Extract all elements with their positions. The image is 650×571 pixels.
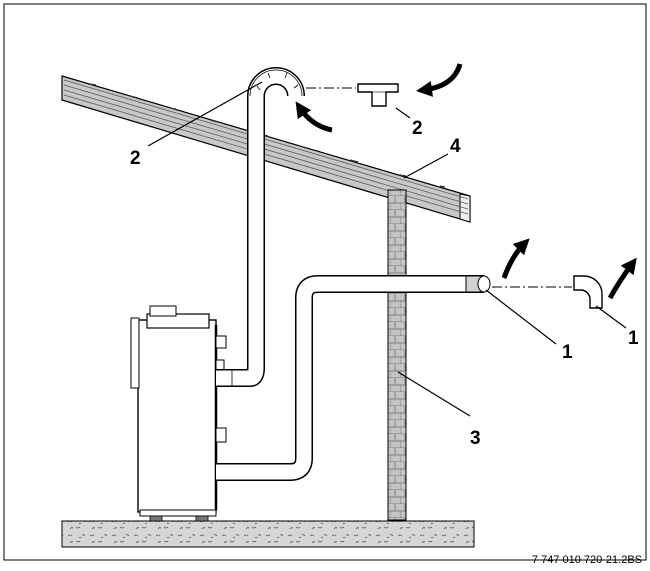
airflow-arrow-out-wall	[501, 238, 530, 279]
connection-lines	[306, 87, 572, 288]
callout-2-tee: 2	[412, 118, 423, 139]
roof-duct	[216, 67, 305, 387]
elbow-fitting	[573, 275, 603, 309]
reference-code: 7 747 010 720-21.2BS	[532, 554, 642, 566]
callout-4-roof: 4	[450, 136, 461, 157]
callout-1-outlet: 1	[562, 342, 573, 363]
wall-duct	[216, 275, 491, 481]
brick-wall	[387, 189, 407, 521]
callout-3-wall: 3	[470, 428, 481, 449]
leader-lines	[147, 81, 627, 417]
callout-1-elbow: 1	[628, 328, 639, 349]
tee-fitting	[357, 83, 399, 107]
airflow-arrows	[295, 63, 637, 300]
heat-pump-unit	[130, 305, 227, 522]
ground	[61, 520, 475, 548]
airflow-arrow-elbow	[607, 257, 637, 300]
roof	[61, 75, 471, 223]
frame-border	[3, 3, 647, 561]
callout-2-roof: 2	[130, 148, 141, 169]
airflow-arrow-in-roof	[416, 63, 463, 97]
airflow-arrow-out-roof	[295, 101, 333, 133]
